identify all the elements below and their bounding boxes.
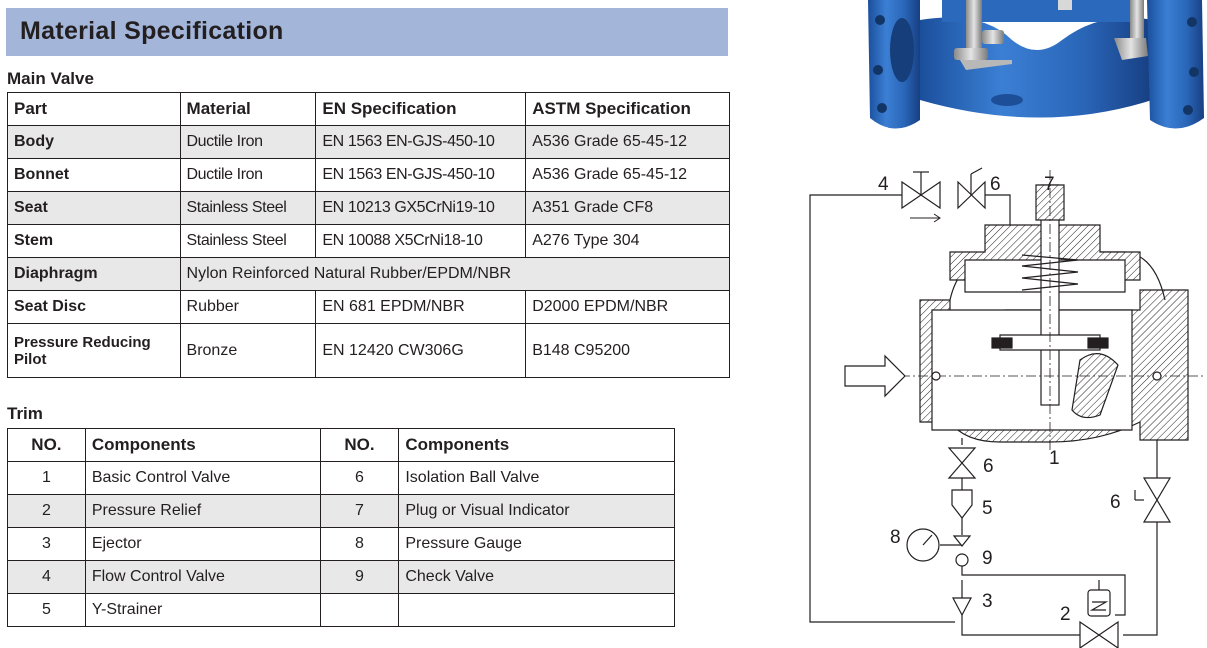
en-spec-cell: EN 12420 CW306G [315, 323, 527, 378]
table-row: Body Ductile Iron EN 1563 EN-GJS-450-10 … [7, 125, 730, 159]
number-cell: 3 [7, 527, 86, 561]
main-valve-table: Part Material EN Specification ASTM Spec… [7, 92, 731, 378]
en-spec-cell: EN 681 EPDM/NBR [315, 290, 527, 324]
table-row: 4 Flow Control Valve 9 Check Valve [7, 560, 675, 594]
header-cell: ASTM Specification [525, 92, 730, 126]
table-header-row: NO. Components NO. Components [7, 428, 675, 462]
component-cell: Basic Control Valve [84, 461, 321, 495]
number-cell: 2 [7, 494, 86, 528]
number-cell: 9 [319, 560, 400, 594]
number-cell: 5 [7, 593, 86, 627]
en-spec-cell: EN 10088 X5CrNi18-10 [315, 224, 527, 258]
table-header-row: Part Material EN Specification ASTM Spec… [7, 92, 730, 126]
table-row: Pressure Reducing Pilot Bronze EN 12420 … [7, 323, 730, 378]
astm-spec-cell: D2000 EPDM/NBR [525, 290, 730, 324]
callout-7: 7 [1044, 174, 1055, 195]
header-cell: NO. [7, 428, 86, 462]
number-cell: 7 [319, 494, 400, 528]
header-cell: NO. [319, 428, 400, 462]
material-cell: Nylon Reinforced Natural Rubber/EPDM/NBR [179, 257, 731, 291]
astm-spec-cell: A536 Grade 65-45-12 [525, 158, 730, 192]
component-cell: Y-Strainer [84, 593, 321, 627]
table-row: 3 Ejector 8 Pressure Gauge [7, 527, 675, 561]
table-row: 2 Pressure Relief 7 Plug or Visual Indic… [7, 494, 675, 528]
callout-3: 3 [982, 591, 993, 612]
header-cell: Part [7, 92, 181, 126]
astm-spec-cell: B148 C95200 [525, 323, 730, 378]
table-row: Diaphragm Nylon Reinforced Natural Rubbe… [7, 257, 731, 291]
material-cell: Ductile Iron [179, 158, 317, 192]
part-cell: Seat Disc [7, 290, 181, 324]
table-row: Seat Stainless Steel EN 10213 GX5CrNi19-… [7, 191, 730, 225]
material-cell: Stainless Steel [179, 191, 317, 225]
en-spec-cell: EN 10213 GX5CrNi19-10 [315, 191, 527, 225]
part-cell: Bonnet [7, 158, 181, 192]
number-cell: 1 [7, 461, 86, 495]
part-cell: Diaphragm [7, 257, 181, 291]
part-cell: Seat [7, 191, 181, 225]
number-cell [319, 593, 400, 627]
part-cell: Stem [7, 224, 181, 258]
callout-4: 4 [878, 174, 889, 195]
part-cell: Pressure Reducing Pilot [7, 323, 181, 378]
title-bar: Material Specification [6, 8, 728, 56]
callout-2: 2 [1060, 604, 1071, 625]
callout-8: 8 [890, 527, 901, 548]
control-valve-photo [868, 0, 1204, 129]
callout-5: 5 [982, 498, 993, 519]
material-cell: Bronze [179, 323, 317, 378]
table-row: Bonnet Ductile Iron EN 1563 EN-GJS-450-1… [7, 158, 730, 192]
trim-table: NO. Components NO. Components 1 Basic Co… [7, 428, 675, 627]
header-cell: Material [179, 92, 317, 126]
en-spec-cell: EN 1563 EN-GJS-450-10 [315, 125, 527, 159]
callout-6-top: 6 [990, 174, 1001, 195]
material-cell: Stainless Steel [179, 224, 317, 258]
page-title: Material Specification [20, 17, 284, 45]
callout-1: 1 [1049, 448, 1060, 469]
component-cell: Pressure Gauge [398, 527, 675, 561]
header-cell: Components [398, 428, 675, 462]
astm-spec-cell: A276 Type 304 [525, 224, 730, 258]
part-cell: Body [7, 125, 181, 159]
en-spec-cell: EN 1563 EN-GJS-450-10 [315, 158, 527, 192]
component-cell: Pressure Relief [84, 494, 321, 528]
component-cell [398, 593, 675, 627]
callout-6-right: 6 [1110, 492, 1121, 513]
table-row: Seat Disc Rubber EN 681 EPDM/NBR D2000 E… [7, 290, 730, 324]
material-cell: Rubber [179, 290, 317, 324]
table-row: 5 Y-Strainer [7, 593, 675, 627]
component-cell: Ejector [84, 527, 321, 561]
component-cell: Flow Control Valve [84, 560, 321, 594]
table-row: Stem Stainless Steel EN 10088 X5CrNi18-1… [7, 224, 730, 258]
table-row: 1 Basic Control Valve 6 Isolation Ball V… [7, 461, 675, 495]
header-cell: EN Specification [315, 92, 527, 126]
astm-spec-cell: A351 Grade CF8 [525, 191, 730, 225]
header-cell: Components [84, 428, 321, 462]
valve-schematic-diagram: 4 6 7 1 6 6 5 8 9 3 2 [809, 167, 1204, 648]
number-cell: 8 [319, 527, 400, 561]
component-cell: Plug or Visual Indicator [398, 494, 675, 528]
number-cell: 6 [319, 461, 400, 495]
number-cell: 4 [7, 560, 86, 594]
callout-9: 9 [982, 548, 993, 569]
material-cell: Ductile Iron [179, 125, 317, 159]
callout-6-left: 6 [983, 456, 994, 477]
main-valve-label: Main Valve [7, 69, 94, 88]
component-cell: Check Valve [398, 560, 675, 594]
astm-spec-cell: A536 Grade 65-45-12 [525, 125, 730, 159]
component-cell: Isolation Ball Valve [398, 461, 675, 495]
trim-label: Trim [7, 404, 43, 423]
